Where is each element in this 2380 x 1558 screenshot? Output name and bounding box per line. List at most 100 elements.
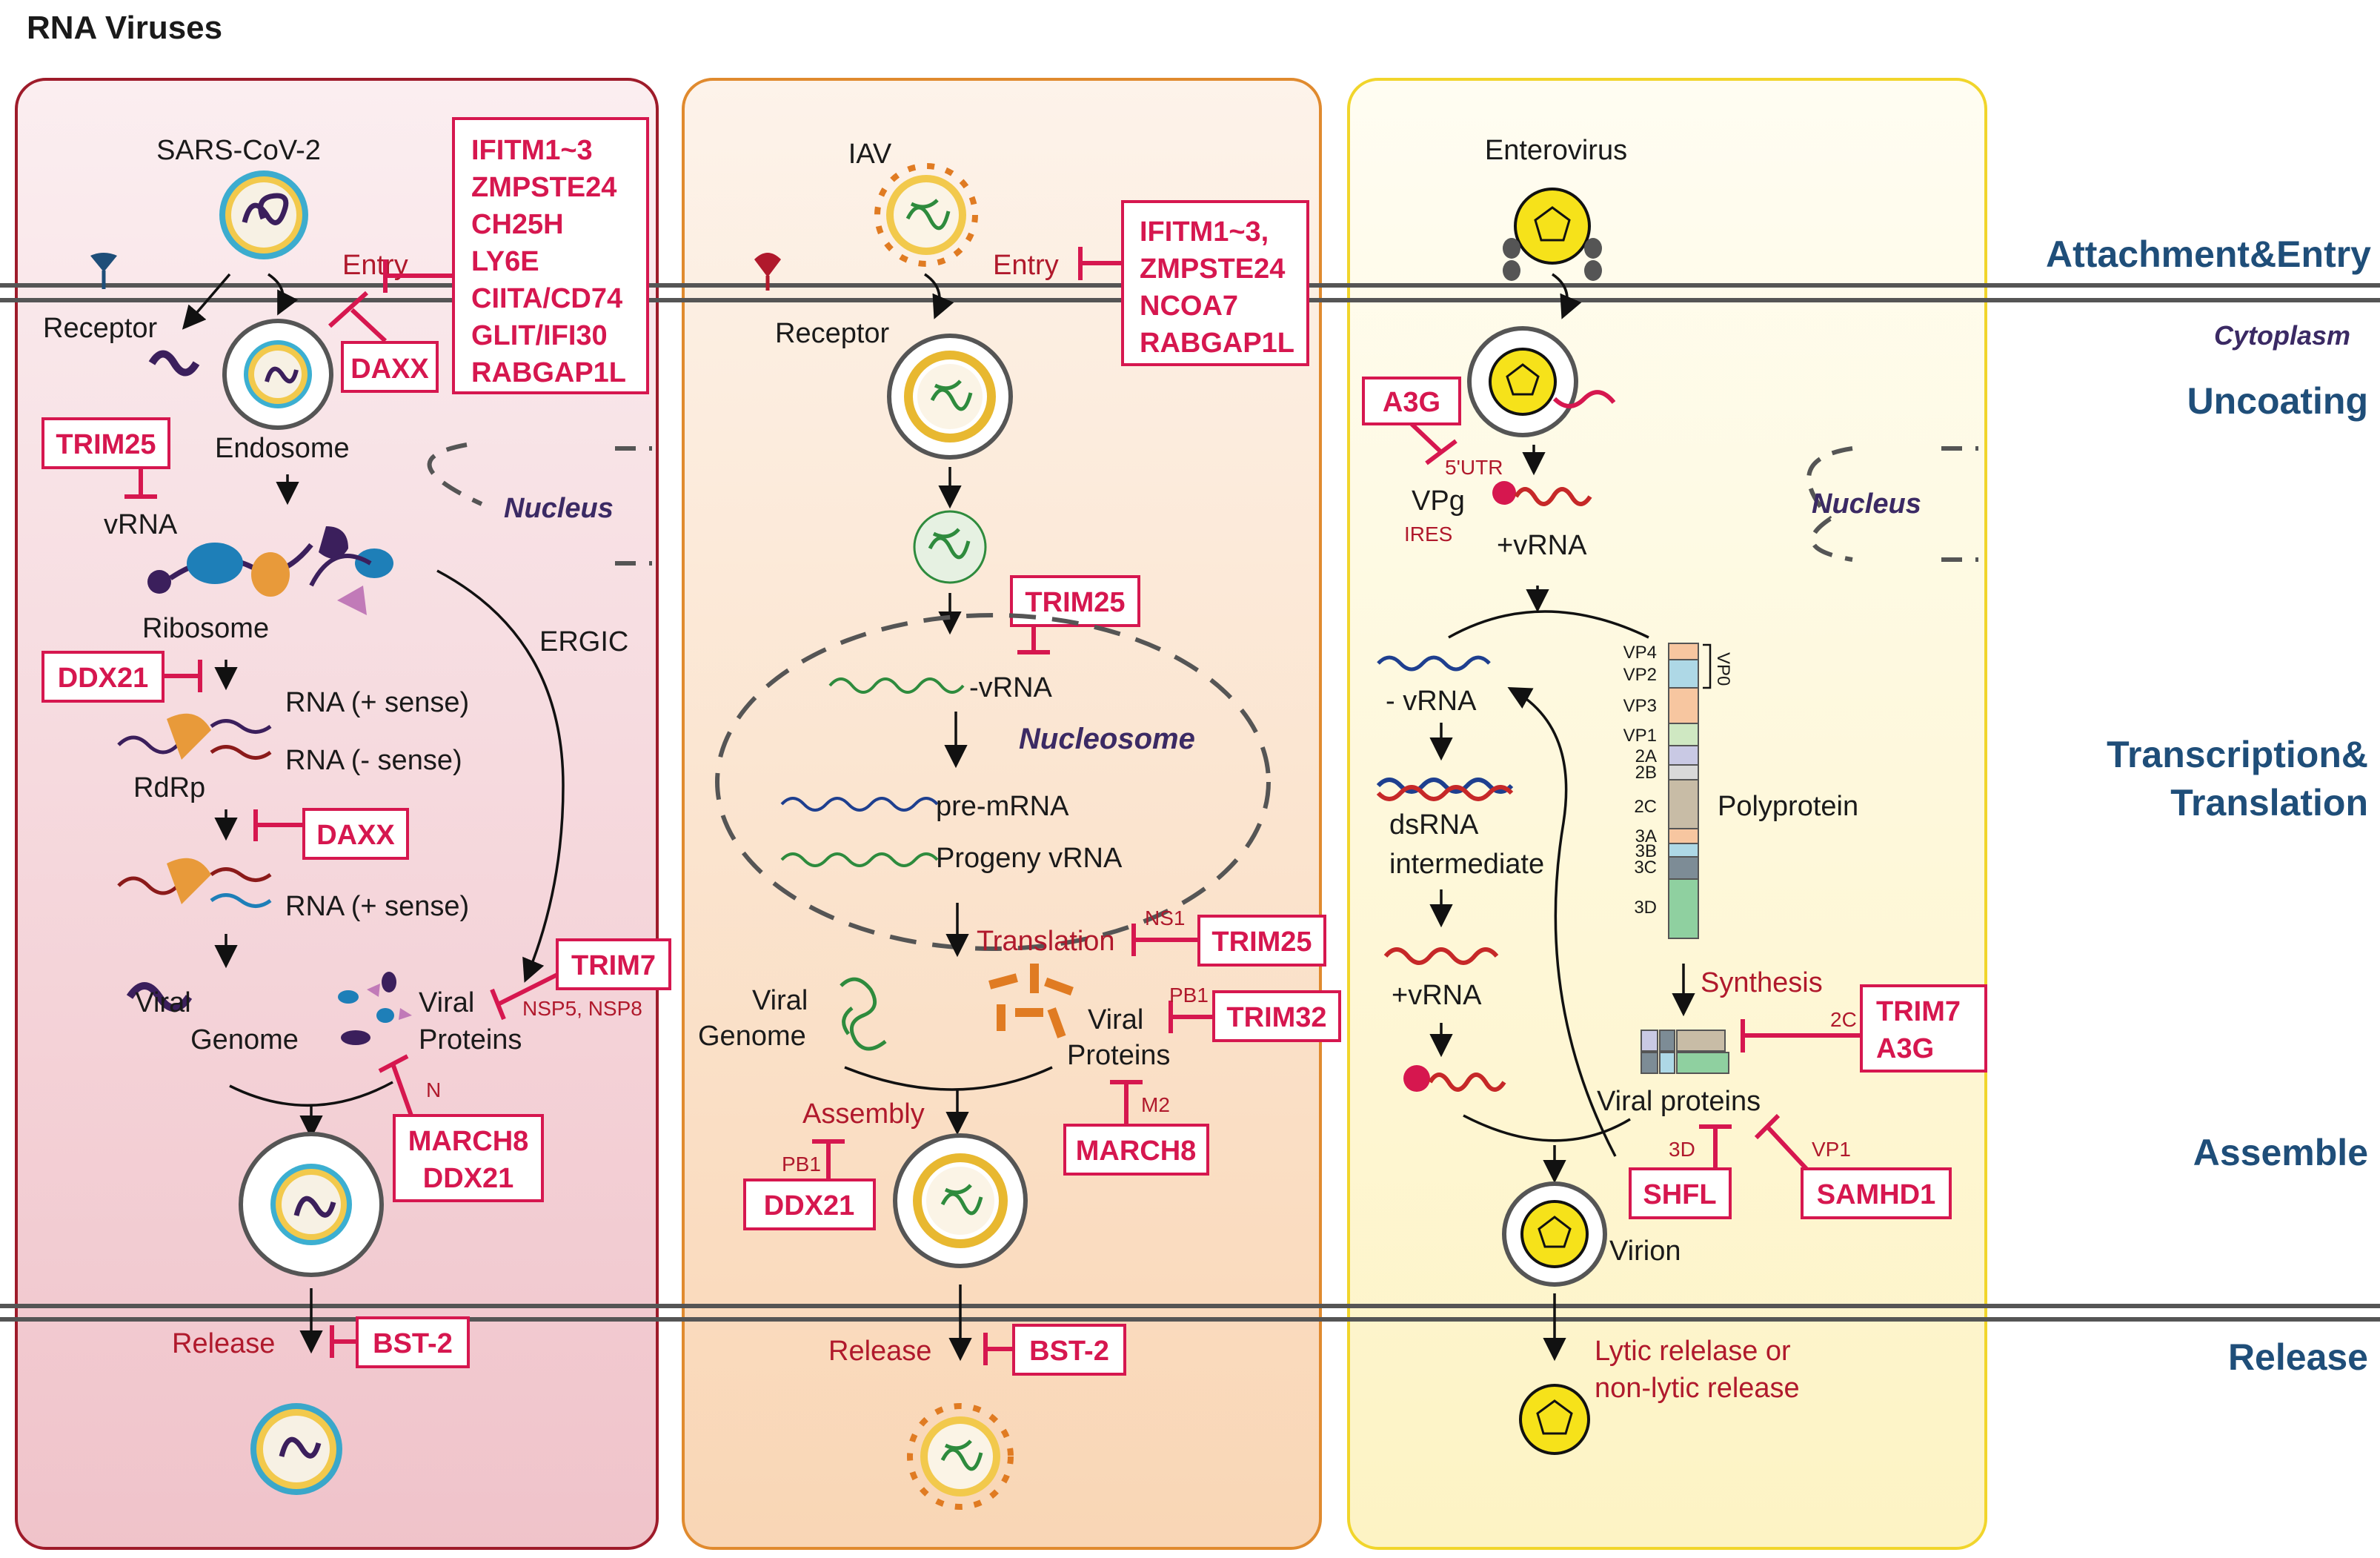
sars-viral-proteins-1: Viral [419,987,474,1018]
stage-transcription-1: Transcription& [2107,734,2368,775]
iav-viral-proteins-icon [988,964,1074,1038]
iav-entry-factor-1: IFITM1~3, [1140,216,1269,248]
iav-pb1-label: PB1 [1169,984,1209,1007]
iav-panel-content: IAV Receptor Entry IFITM1~3, ZMPSTE24 NC… [698,139,1341,1510]
sars-ddx21-label: DDX21 [58,663,149,694]
ev-shfl-box [1629,1167,1732,1219]
iav-trim25-label: TRIM25 [1025,587,1125,618]
sars-ddx21-box [41,651,164,703]
sars-rdrp-2 [117,858,272,908]
sars-rna-plus2-label: RNA (+ sense) [285,891,469,922]
iav-nucleosome-label: Nucleosome [1019,723,1195,755]
iav-virion-top [874,163,978,267]
ev-dsrna-1: dsRNA [1389,809,1479,841]
ev-seg-vp1: VP1 [1623,726,1657,746]
ev-seg-vp3: VP3 [1623,696,1657,716]
sars-n-label: N [426,1078,441,1101]
sars-daxx2-box [302,808,409,860]
ev-ires-label: IRES [1404,523,1452,546]
sars-ddx21b-label: DDX21 [423,1163,514,1194]
ev-viral-proteins-icon [1641,1030,1729,1074]
stage-assemble: Assemble [2193,1132,2368,1173]
ev-viral-proteins-label: Viral proteins [1597,1086,1761,1117]
sars-ribosome-label: Ribosome [142,613,269,644]
iav-viral-genome-icon [840,977,887,1051]
ev-vpg-label: VPg [1412,485,1465,517]
stage-uncoating: Uncoating [2187,380,2368,422]
ev-released-virion [1519,1384,1590,1455]
ev-seg-3b: 3B [1635,841,1657,861]
ev-panel-content: Enterovirus A3G 5'UTR VPg IRES +vRNA Nuc… [1362,135,1987,1455]
ev-seg-3a: 3A [1635,826,1657,846]
ev-vpg-icon [1492,481,1516,505]
stage-transcription-2: Translation [2170,782,2368,823]
ev-nucleus-outline [1806,446,1978,562]
stage-release: Release [2228,1336,2368,1378]
ev-nucleus-label: Nucleus [1812,488,1921,520]
sars-endosome [222,319,333,430]
ev-seg-vp4: VP4 [1623,643,1657,663]
ev-genome-icon [1428,1073,1506,1092]
sars-ergic-label: ERGIC [539,626,628,657]
sars-bst2-box [356,1316,470,1368]
stage-attachment: Attachment&Entry [2046,233,2371,275]
ev-synthesis-label: Synthesis [1701,967,1823,998]
sars-entry-factor-7: RABGAP1L [471,357,626,388]
iav-entry-factor-2: ZMPSTE24 [1140,253,1285,285]
sars-entry-factor-3: CH25H [471,209,564,240]
ev-samhd1-box [1801,1167,1952,1219]
sars-nucleus-outline [427,442,483,506]
ev-vpg2-icon [1403,1065,1430,1092]
sars-released-virion [250,1403,342,1495]
sars-receptor-label: Receptor [43,313,158,344]
iav-progeny-label: Progeny vRNA [936,843,1123,874]
iav-entry-label: Entry [993,250,1059,281]
sars-rdrp-label: RdRp [133,772,205,803]
ev-lytic-2: non-lytic release [1595,1373,1800,1404]
iav-pb1b-label: PB1 [782,1153,821,1176]
sars-virion-top [219,170,308,259]
iav-assembly-label: Assembly [802,1098,925,1130]
sars-daxx-label: DAXX [350,354,429,385]
ev-vp0-label: VP0 [1713,652,1733,686]
sars-nucleus-label: Nucleus [504,493,614,524]
iav-assembled-virion [893,1133,1028,1268]
ev-plus-vrna-label: +vRNA [1497,530,1587,561]
iav-virus-label: IAV [848,139,892,170]
sars-entry-factor-5: CIITA/CD74 [471,283,622,314]
iav-entry-restriction-box [1121,200,1309,366]
iav-bst2-box [1012,1324,1126,1376]
sars-vrna-squiggle [148,350,200,377]
ev-minus-vrna-icon [1377,655,1491,672]
iav-nucleosome-outline [715,613,1271,951]
iav-progeny-icon [780,852,939,867]
iav-ns1-label: NS1 [1145,906,1185,929]
ev-3d-label: 3D [1669,1138,1695,1161]
sars-virus-label: SARS-CoV-2 [156,135,321,166]
iav-pre-mrna-icon [780,797,939,812]
sars-entry-factor-6: GLIT/IFI30 [471,320,608,351]
sars-panel-content: SARS-CoV-2 Receptor Entry IFITM1~3 ZMPST… [41,117,671,1495]
iav-viral-genome-2: Genome [698,1021,806,1052]
iav-released-virion [907,1403,1014,1510]
ev-plus-vrna2-label: +vRNA [1392,980,1482,1011]
iav-viral-proteins-2: Proteins [1067,1040,1170,1071]
ev-virus-label: Enterovirus [1485,135,1627,166]
stage-cytoplasm: Cytoplasm [2214,320,2350,351]
sars-daxx-box [341,341,439,393]
iav-march8-label: MARCH8 [1076,1136,1197,1167]
ev-seg-3c: 3C [1634,858,1657,878]
sars-rna-minus-label: RNA (- sense) [285,745,462,776]
ev-shfl-label: SHFL [1643,1179,1716,1210]
sars-march8-label: MARCH8 [408,1126,529,1157]
sars-nsp-label: NSP5, NSP8 [522,997,642,1020]
ev-2c-label: 2C [1830,1008,1857,1031]
ev-lytic-1: Lytic relelase or [1595,1336,1791,1367]
iav-ddx21-box [743,1179,876,1230]
iav-trim32-box [1212,990,1341,1042]
iav-viral-genome-1: Viral [752,985,808,1016]
ev-endosome [1467,326,1616,437]
sars-release-label: Release [172,1328,275,1359]
ev-trim7-label: TRIM7 [1876,996,1961,1027]
ev-a3g-label: A3G [1383,387,1440,418]
